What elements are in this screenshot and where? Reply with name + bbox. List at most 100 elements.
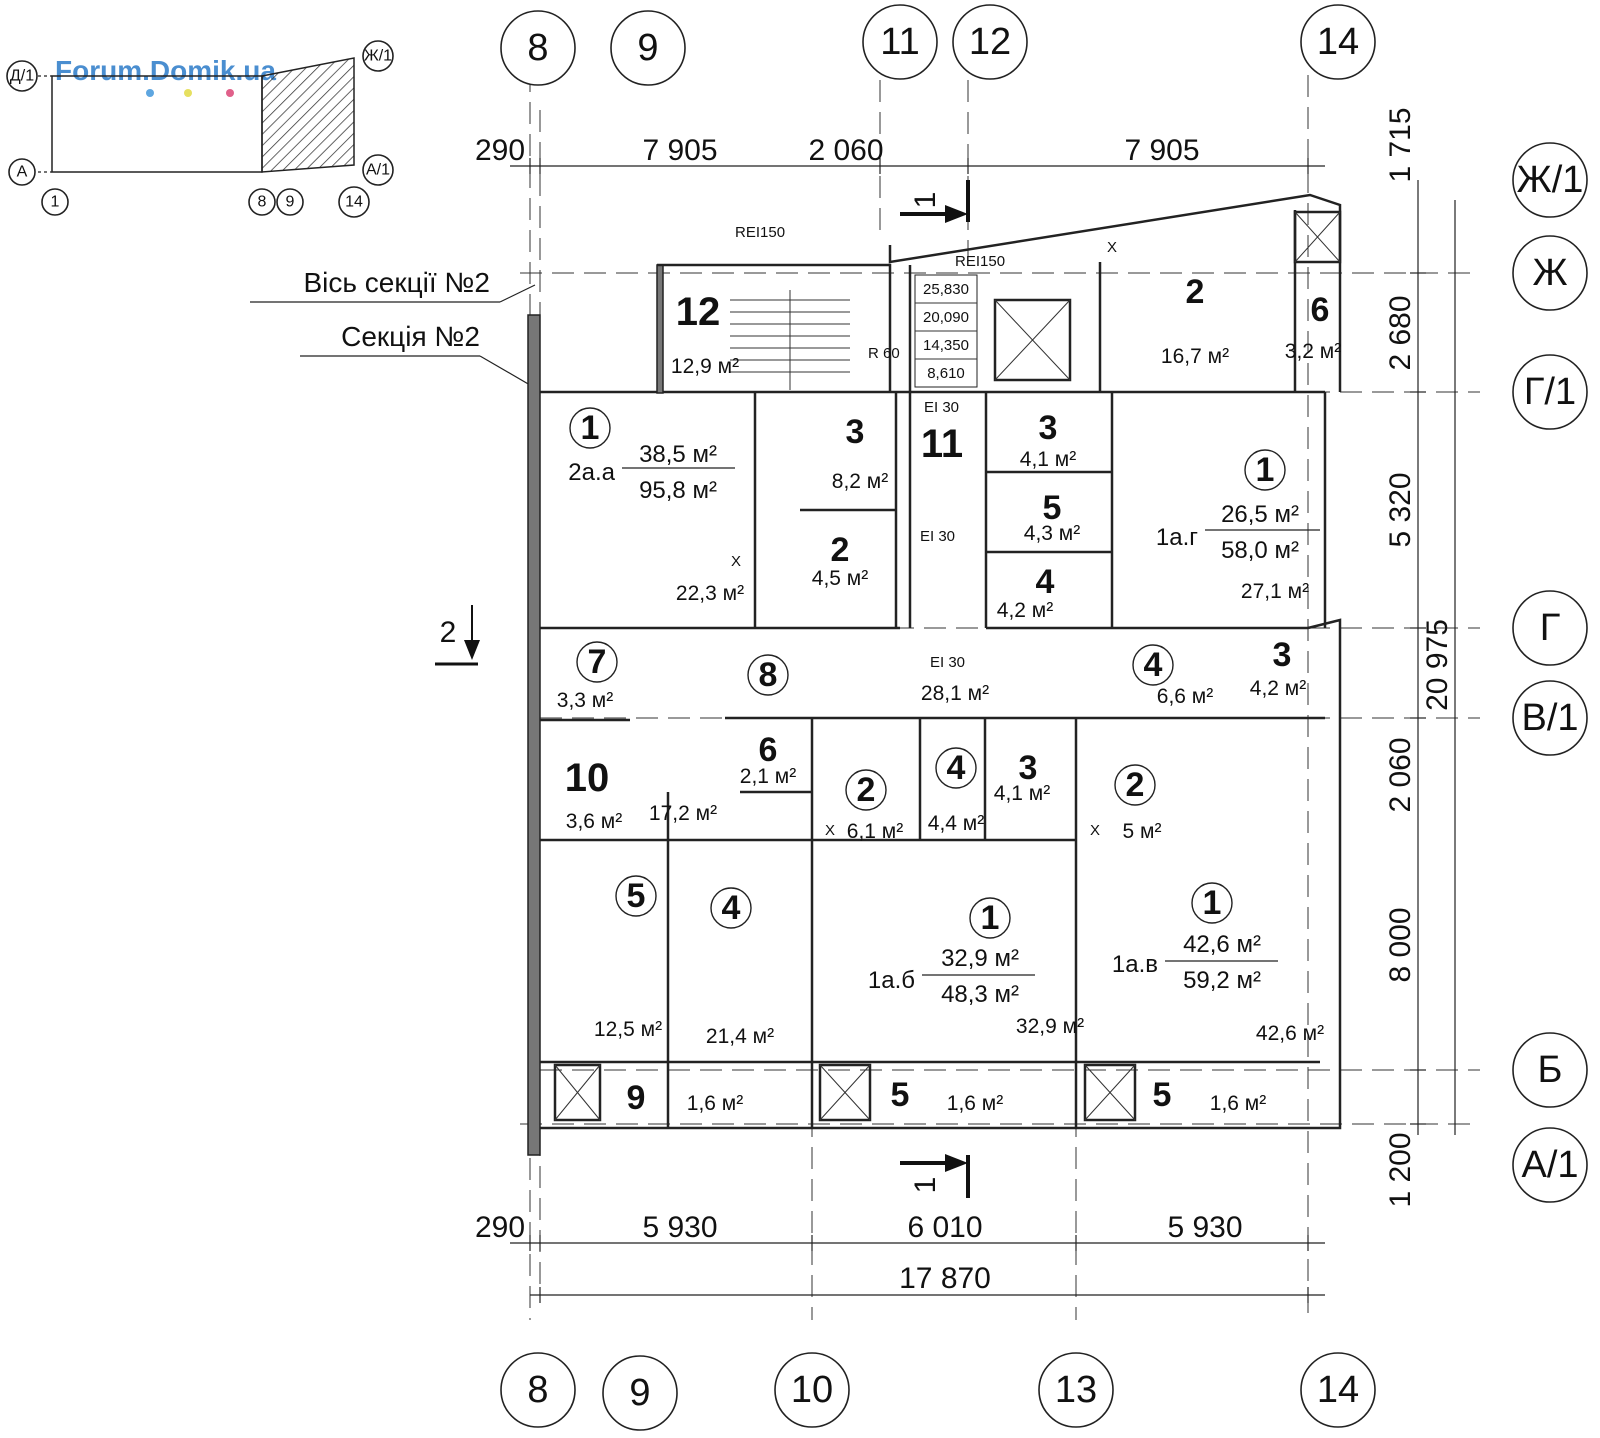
dimension-label: 6 010 <box>907 1211 982 1244</box>
axis-marker-bottom <box>500 1352 576 1428</box>
elevation-mark: 8,610 <box>927 365 965 382</box>
room-area: 4,1 м² <box>994 782 1050 805</box>
dimension-label: 7 905 <box>642 134 717 167</box>
room-number: 11 <box>921 422 963 466</box>
room-area: 3,2 м² <box>1285 340 1341 363</box>
stove-mark: X <box>1090 822 1100 839</box>
fire-rating-label: EI 30 <box>924 399 959 416</box>
key-axis-marker <box>362 40 394 72</box>
room-number: 2 <box>831 531 850 569</box>
room-number: 4 <box>1036 563 1055 601</box>
room-area: 17,2 м² <box>649 802 717 825</box>
axis-marker-top <box>952 4 1028 80</box>
room-number: 6 <box>759 731 778 769</box>
flat-1a-g: 1а.г 26,5 м² 58,0 м² <box>1156 501 1320 564</box>
room-number: 5 <box>1153 1076 1172 1114</box>
room-area: 1,6 м² <box>1210 1092 1266 1115</box>
dimension-label: 5 320 <box>1384 472 1417 547</box>
axis-label-right: А/1 <box>1521 1144 1578 1186</box>
axis-marker-bottom <box>602 1355 678 1431</box>
room-area: 28,1 м² <box>921 682 989 705</box>
room-number: 5 <box>627 877 646 915</box>
room-area: 4,4 м² <box>928 812 984 835</box>
axis-label-top: 9 <box>637 27 658 69</box>
key-axis-marker <box>362 154 394 186</box>
room-area: 5 м² <box>1123 820 1162 843</box>
room-area: 8,2 м² <box>832 470 888 493</box>
axis-marker-right <box>1512 1127 1588 1203</box>
axis-marker-top <box>610 10 686 86</box>
room-number: 3 <box>1039 409 1058 447</box>
dimension-label: 5 930 <box>1167 1211 1242 1244</box>
fire-rating-label: REI150 <box>735 224 785 241</box>
room-number: 4 <box>947 749 966 787</box>
flat-1a-v: 1а.в 42,6 м² 59,2 м² <box>1112 931 1278 994</box>
axis-label-right: Г <box>1540 607 1561 649</box>
room-number: 2 <box>1186 273 1205 311</box>
room-area: 12,5 м² <box>594 1018 662 1041</box>
dimension-label: 5 930 <box>642 1211 717 1244</box>
flat-code: 1а.б <box>868 967 915 994</box>
flat-1a-b: 1а.б 32,9 м² 48,3 м² <box>868 945 1035 1008</box>
axis-label-right: В/1 <box>1521 697 1578 739</box>
axis-label-top: 8 <box>527 27 548 69</box>
dimension-label: 1 715 <box>1384 107 1417 182</box>
flat-living-area: 32,9 м² <box>941 945 1019 972</box>
dimensions-right: 1 715 2 680 5 320 2 060 8 000 1 200 20 9… <box>1384 107 1456 1208</box>
room-number: 7 <box>588 643 607 681</box>
room-area: 6,1 м² <box>847 820 903 843</box>
dimension-total: 17 870 <box>899 1262 991 1295</box>
flat-summaries: 2а.а 38,5 м² 95,8 м² 1а.г 26,5 м² 58,0 м… <box>568 441 1320 1008</box>
elevation-mark: 25,830 <box>923 281 969 298</box>
room-area: 4,2 м² <box>1250 677 1306 700</box>
room-area: 21,4 м² <box>706 1025 774 1048</box>
axis-label-bottom: 14 <box>1317 1369 1359 1411</box>
axis-marker-right <box>1512 680 1588 756</box>
room-number: 4 <box>1144 646 1163 684</box>
axis-marker-bottom <box>1300 1352 1376 1428</box>
key-axis-label: 14 <box>345 194 363 211</box>
walls <box>527 193 1342 1156</box>
axis-marker-right <box>1512 1032 1588 1108</box>
cut-label: 2 <box>440 616 457 649</box>
room-area: 22,3 м² <box>676 582 744 605</box>
room-number: 3 <box>846 413 865 451</box>
watermark-logo: Forum.Domik.ua <box>55 55 276 86</box>
axis-marker-bottom <box>1038 1352 1114 1428</box>
axis-marker-right <box>1512 235 1588 311</box>
room-area: 4,1 м² <box>1020 448 1076 471</box>
room-number: 5 <box>1043 489 1062 527</box>
stove-mark: X <box>1107 239 1117 256</box>
axis-marker-top <box>500 10 576 86</box>
rooms: 1 22,3 м² 3 8,2 м² 2 4,5 м² 12 12,9 м² 1… <box>557 273 1341 1117</box>
axis-label-top: 14 <box>1317 21 1359 63</box>
flat-total-area: 58,0 м² <box>1221 537 1299 564</box>
axis-marker-bottom <box>774 1352 850 1428</box>
flat-total-area: 95,8 м² <box>639 477 717 504</box>
fire-rating-label: EI 30 <box>920 528 955 545</box>
dimensions-bottom: 290 5 930 6 010 5 930 17 870 <box>475 1211 1325 1303</box>
room-number: 6 <box>1311 291 1330 329</box>
key-axis-label: А <box>17 164 28 181</box>
room-number: 4 <box>722 889 741 927</box>
room-area: 42,6 м² <box>1256 1022 1324 1045</box>
elevation-mark: 20,090 <box>923 309 969 326</box>
key-axis-marker <box>8 158 36 186</box>
key-axis-label: Д/1 <box>10 68 34 85</box>
key-axis-label: 1 <box>51 194 60 211</box>
dimension-label: 290 <box>475 1211 525 1244</box>
flat-living-area: 38,5 м² <box>639 441 717 468</box>
key-plan: Forum.Domik.ua Д/1 А Ж/1 А/1 1 8 9 14 <box>6 40 394 218</box>
dimension-label: 7 905 <box>1124 134 1199 167</box>
flat-living-area: 42,6 м² <box>1183 931 1261 958</box>
axis-marker-right <box>1512 354 1588 430</box>
room-area: 2,1 м² <box>740 765 796 788</box>
room-number: 10 <box>565 756 610 800</box>
key-axis-label: А/1 <box>366 162 390 179</box>
key-axis-label: 8 <box>258 194 267 211</box>
room-area: 27,1 м² <box>1241 580 1309 603</box>
room-area: 4,3 м² <box>1024 522 1080 545</box>
flat-code: 2а.а <box>568 459 615 486</box>
room-number: 12 <box>676 290 721 334</box>
room-area: 1,6 м² <box>947 1092 1003 1115</box>
